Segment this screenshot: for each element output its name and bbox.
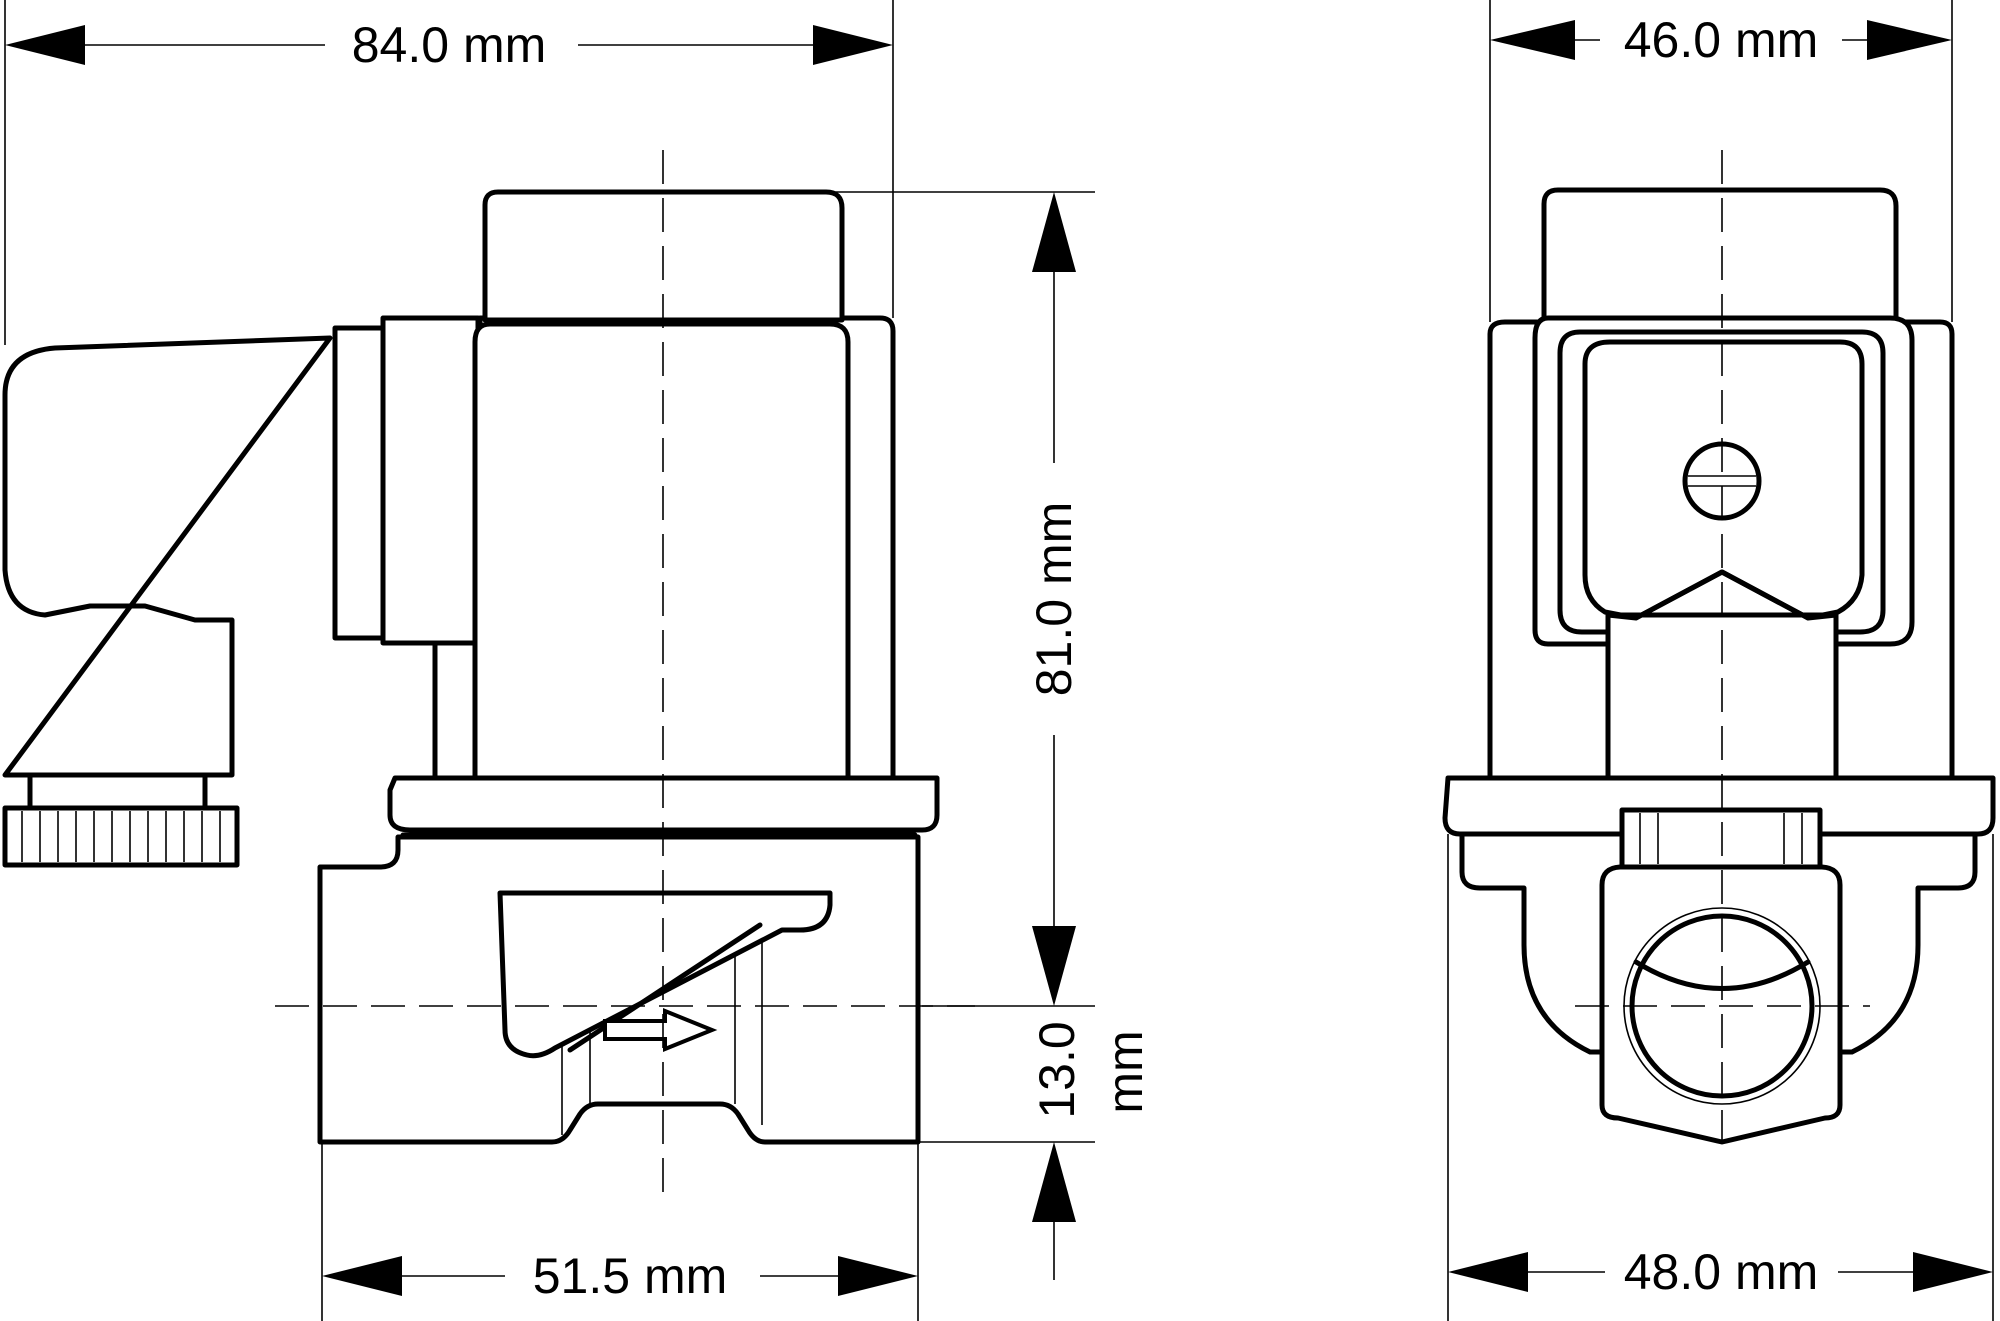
- front-thread-ring-lines: [1639, 813, 1803, 864]
- connector-collar-outer: [332, 325, 388, 641]
- front-view: [1442, 150, 1996, 1145]
- cable-gland-nut: [2, 805, 240, 868]
- dimension-label-body-length: 51.5 mm: [533, 1248, 728, 1304]
- connector-collar-inner: [380, 315, 481, 646]
- body-bore-lines: [561, 940, 763, 1135]
- dimension-overall-width: 84.0 mm: [4, 0, 894, 345]
- front-thread-ring: [1619, 807, 1823, 870]
- dimension-label-body-width: 48.0 mm: [1624, 1244, 1819, 1300]
- dimension-label-port-height-unit: mm: [1097, 1030, 1153, 1113]
- coil-housing-front: [472, 321, 851, 781]
- dimension-label-port-height-value: 13.0: [1029, 1021, 1085, 1118]
- dimension-body-width: 48.0 mm: [1447, 834, 1994, 1321]
- cable-gland-knurl: [21, 811, 221, 862]
- dimension-label-height: 81.0 mm: [1026, 502, 1082, 697]
- dimension-body-length: 51.5 mm: [321, 1142, 919, 1321]
- connector-plug: [2, 335, 333, 778]
- dimension-port-height: 13.0 mm: [918, 1021, 1153, 1280]
- pilot-cover-edge: [567, 922, 763, 1053]
- dimension-height: 81.0 mm: [826, 191, 1095, 1007]
- cable-gland-neck: [27, 772, 208, 811]
- flow-direction-arrow: [603, 1008, 718, 1052]
- dimension-label-overall-width: 84.0 mm: [352, 17, 547, 73]
- front-neck-chevron: [1605, 569, 1839, 621]
- dimension-label-front-width: 46.0 mm: [1624, 12, 1819, 68]
- dimension-front-width: 46.0 mm: [1489, 0, 1953, 322]
- front-flange: [1442, 775, 1996, 837]
- front-coil-cap: [1541, 187, 1899, 325]
- side-view: [2, 150, 975, 1195]
- front-connector-rim: [1557, 329, 1886, 635]
